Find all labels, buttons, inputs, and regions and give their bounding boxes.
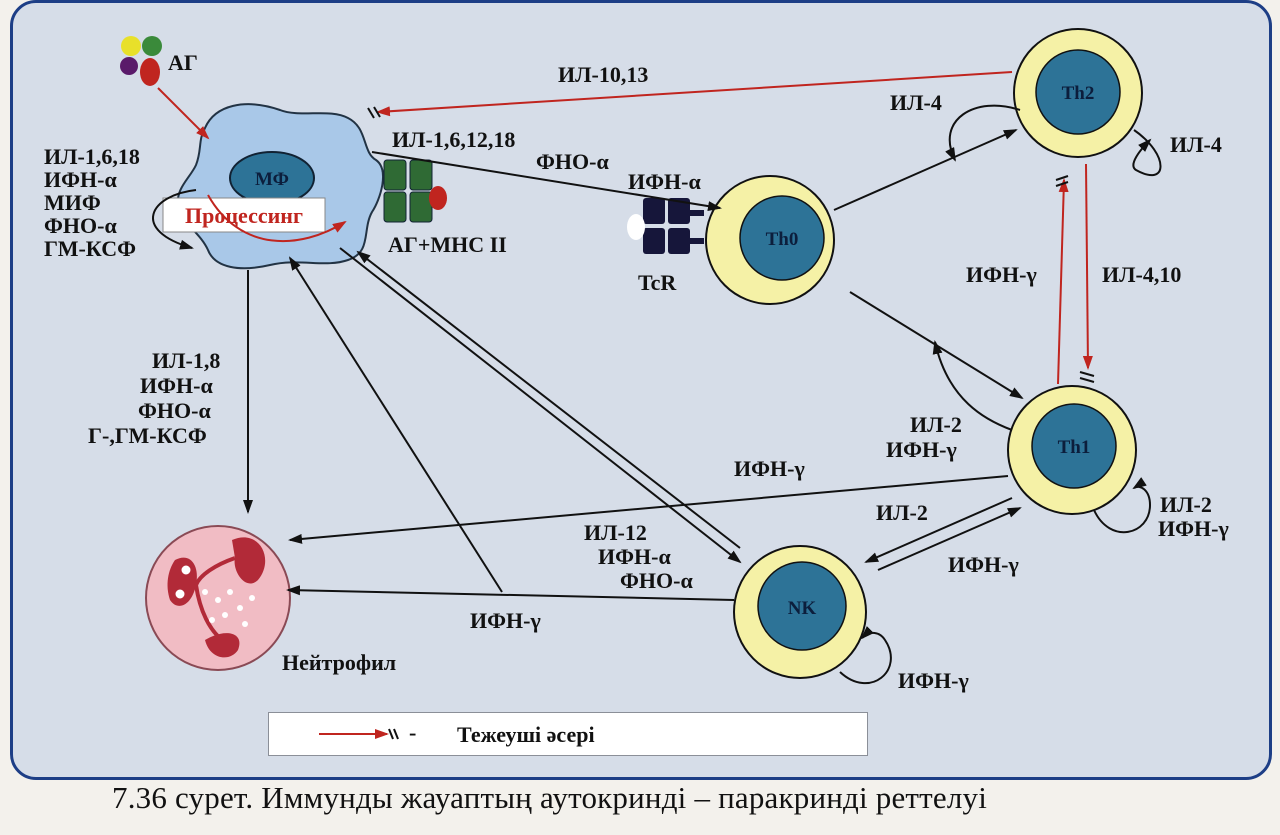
th2-autocrine-loop — [1132, 129, 1162, 177]
th1-autocrine-loop — [1093, 477, 1152, 534]
inhibit-mark-th1 — [1079, 371, 1095, 383]
th1-to-th2-inhibit-arrow — [1057, 178, 1069, 385]
il-2-th1-nk-label: ИЛ-2 — [876, 500, 928, 525]
th1-self-right-label-2: ИФН-γ — [1158, 516, 1229, 541]
neutrophil-cell — [145, 525, 291, 671]
il-4-th2-left-label: ИЛ-4 — [890, 90, 942, 115]
il-10-13-label: ИЛ-10,13 — [558, 62, 648, 87]
mf-th0-label-3: ИФН-α — [628, 169, 701, 194]
ifn-g-nk-self-label: ИФН-γ — [898, 668, 969, 693]
il-4-th2-self-label: ИЛ-4 — [1170, 132, 1222, 157]
mf-neutro-label-1: ИЛ-1,8 — [152, 348, 220, 373]
th0-label: Th0 — [766, 229, 799, 250]
mf-to-nk-arrow — [339, 247, 742, 564]
tcr-label: TcR — [638, 270, 677, 295]
mf-self-label-3: МИФ — [44, 190, 101, 215]
ag-mhc-label: АГ+МНС II — [388, 232, 507, 257]
th2-label: Th2 — [1062, 83, 1095, 104]
th1-to-nk-arrow — [864, 497, 1013, 563]
ag-to-mf-arrow — [157, 87, 210, 140]
nk-autocrine-loop — [839, 625, 892, 685]
ifn-g-nk-th1-label: ИФН-γ — [948, 552, 1019, 577]
nk-in-label-1: ИЛ-12 — [584, 520, 647, 545]
th1-self-right-label-1: ИЛ-2 — [1160, 492, 1212, 517]
nk-label: NK — [788, 598, 817, 619]
mf-neutro-label-2: ИФН-α — [140, 373, 213, 398]
legend-box: - Тежеуші әсері — [268, 712, 868, 756]
th1-self-label-1: ИЛ-2 — [910, 412, 962, 437]
th0-to-th2-arrow — [833, 129, 1018, 211]
th2-to-th1-inhibit-arrow — [1082, 163, 1093, 370]
inhibit-mark-th2 — [1055, 175, 1069, 187]
antigen-icon — [120, 36, 162, 86]
il-4-10-label: ИЛ-4,10 — [1102, 262, 1181, 287]
mf-autocrine-loop — [152, 189, 197, 250]
nk-in-label-3: ФНО-α — [620, 568, 693, 593]
mf-to-th0-arrow — [371, 151, 722, 212]
figure-caption: 7.36 сурет. Иммунды жауаптың аутокринді … — [112, 780, 988, 815]
th1-to-neutrophil-arrow — [288, 475, 1009, 544]
mf-label: МФ — [255, 169, 289, 190]
mf-th0-label-1: ИЛ-1,6,12,18 — [392, 127, 515, 152]
th1-self-label-2: ИФН-γ — [886, 437, 957, 462]
th2-il4-loop — [945, 104, 1021, 162]
mf-neutro-label-4: Г-,ГМ-КСФ — [88, 423, 207, 448]
mf-th0-label-2: ФНО-α — [536, 149, 609, 174]
th0-cell: Th0 — [705, 175, 835, 305]
legend-text: Тежеуші әсері — [457, 722, 595, 747]
macrophage: МФ Процессинг — [162, 103, 384, 270]
neutrophil-label: Нейтрофил — [282, 650, 396, 675]
mf-self-label-2: ИФН-α — [44, 167, 117, 192]
legend-dash: - — [409, 720, 416, 745]
nk-to-th1-arrow — [877, 507, 1022, 571]
nk-cell: NK — [733, 545, 867, 679]
th2-to-mf-inhibit-arrow — [376, 71, 1013, 117]
th1-label: Th1 — [1058, 437, 1091, 458]
legend-inhibit-symbol: - — [319, 720, 416, 745]
th1-il2-loop — [932, 340, 1013, 431]
th1-cell: Th1 — [1007, 385, 1137, 515]
mf-self-label-5: ГМ-КСФ — [44, 236, 136, 261]
mf-self-label-1: ИЛ-1,6,18 — [44, 144, 140, 169]
tcr-icon — [627, 198, 704, 254]
ag-label: АГ — [168, 50, 198, 75]
processing-label: Процессинг — [185, 203, 303, 228]
nk-to-neutrophil-arrow — [286, 585, 735, 601]
inhibit-mark-mf — [367, 106, 381, 119]
nk-in-label-2: ИФН-α — [598, 544, 671, 569]
mhc-receptor-icon — [383, 159, 447, 223]
mf-self-label-4: ФНО-α — [44, 213, 117, 238]
mf-neutro-label-3: ФНО-α — [138, 398, 211, 423]
processing-arrow — [207, 194, 347, 243]
nk-to-mf-arrow — [356, 250, 741, 549]
ifn-g-th1-neutro-label: ИФН-γ — [734, 456, 805, 481]
th2-cell: Th2 — [1013, 28, 1143, 158]
neutrophil-region-to-mf-arrow — [288, 256, 503, 593]
ifn-g-th1-th2-label: ИФН-γ — [966, 262, 1037, 287]
ifn-g-nk-neutro-label: ИФН-γ — [470, 608, 541, 633]
processing-box — [162, 197, 326, 233]
